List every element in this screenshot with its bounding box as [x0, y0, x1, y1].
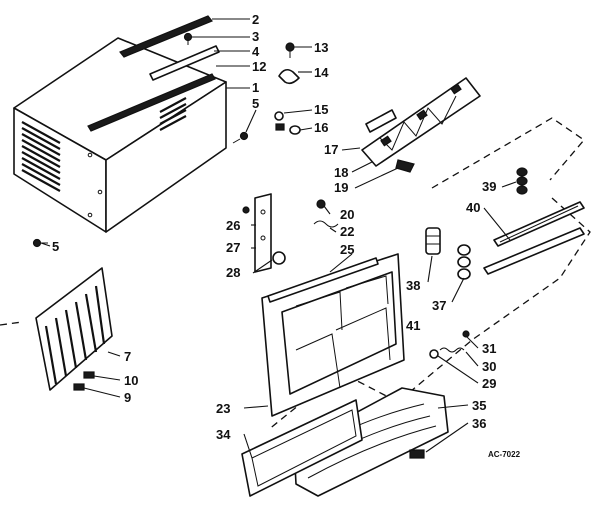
callout-3: 3: [252, 29, 259, 44]
callout-5: 5: [252, 96, 259, 111]
louver-bar-part: [483, 201, 585, 275]
leader-lines: [40, 18, 517, 459]
callout-38: 38: [406, 278, 420, 293]
callout-16: 16: [314, 120, 328, 135]
callout-37: 37: [432, 298, 446, 313]
screw-part: [285, 42, 295, 58]
assembly-outline: [0, 321, 23, 326]
wire-clip-part: [313, 220, 339, 228]
thermostat-part: [425, 227, 441, 255]
callout-34: 34: [216, 427, 231, 442]
assembly-outline: [431, 117, 585, 189]
callout-40: 40: [466, 200, 480, 215]
front-frame-part: [261, 253, 405, 417]
clip-part: [278, 68, 300, 85]
callout-29: 29: [482, 376, 496, 391]
callout-30: 30: [482, 359, 496, 374]
filter-part: [241, 399, 363, 497]
screw-part: [242, 206, 250, 214]
diagram-code: AC-7022: [488, 450, 521, 459]
filter-grille-part: [35, 267, 113, 391]
callout-14: 14: [314, 65, 329, 80]
callout-18: 18: [334, 165, 348, 180]
callout-13: 13: [314, 40, 328, 55]
bushing-part: [274, 111, 285, 131]
screw-part: [232, 131, 249, 144]
switch-knob-part: [365, 109, 397, 133]
washer-part: [289, 125, 301, 135]
callout-7: 7: [124, 349, 131, 364]
cabinet-rear-louvers: [159, 97, 187, 131]
callout-20: 20: [340, 207, 354, 222]
callout-39: 39: [482, 179, 496, 194]
callout-41: 41: [406, 318, 420, 333]
callout-4: 4: [252, 44, 260, 59]
callout-1: 1: [252, 80, 259, 95]
rail-part: [87, 73, 216, 132]
knob-part: [272, 251, 286, 265]
callout-35: 35: [472, 398, 486, 413]
washer-part: [429, 349, 439, 359]
callout-17: 17: [324, 142, 338, 157]
callout-15: 15: [314, 102, 328, 117]
callout-23: 23: [216, 401, 230, 416]
spring-part: [439, 347, 465, 353]
callout-9: 9: [124, 390, 131, 405]
knob-part: [457, 244, 471, 280]
screw-part: [462, 330, 470, 338]
knob-set-part: [516, 167, 528, 195]
top-rail-part: [119, 15, 213, 58]
callout-25: 25: [340, 242, 354, 257]
callout-10: 10: [124, 373, 138, 388]
nameplate-part: [409, 449, 425, 459]
screw-part: [183, 32, 193, 45]
callout-2: 2: [252, 12, 259, 27]
mounting-bracket-part: [254, 193, 272, 273]
cabinet-side-louvers: [21, 121, 61, 192]
latch-part: [73, 371, 95, 391]
spring-clip-part: [316, 199, 326, 209]
callout-19: 19: [334, 180, 348, 195]
screw-part: [32, 238, 48, 248]
switch-part: [395, 159, 415, 173]
callout-28: 28: [226, 265, 240, 280]
callout-22: 22: [340, 224, 354, 239]
callout-27: 27: [226, 240, 240, 255]
callout-36: 36: [472, 416, 486, 431]
cabinet-part: [13, 15, 227, 233]
callout-5-lower: 5: [52, 239, 59, 254]
grille-strip-part: [267, 257, 379, 303]
callout-26: 26: [226, 218, 240, 233]
callout-12: 12: [252, 59, 266, 74]
callout-labels: 2 3 4 12 1 5 5 13 14 15 16 17 18 19 39 4…: [52, 12, 521, 459]
control-bracket-part: [361, 77, 481, 167]
callout-31: 31: [482, 341, 496, 356]
